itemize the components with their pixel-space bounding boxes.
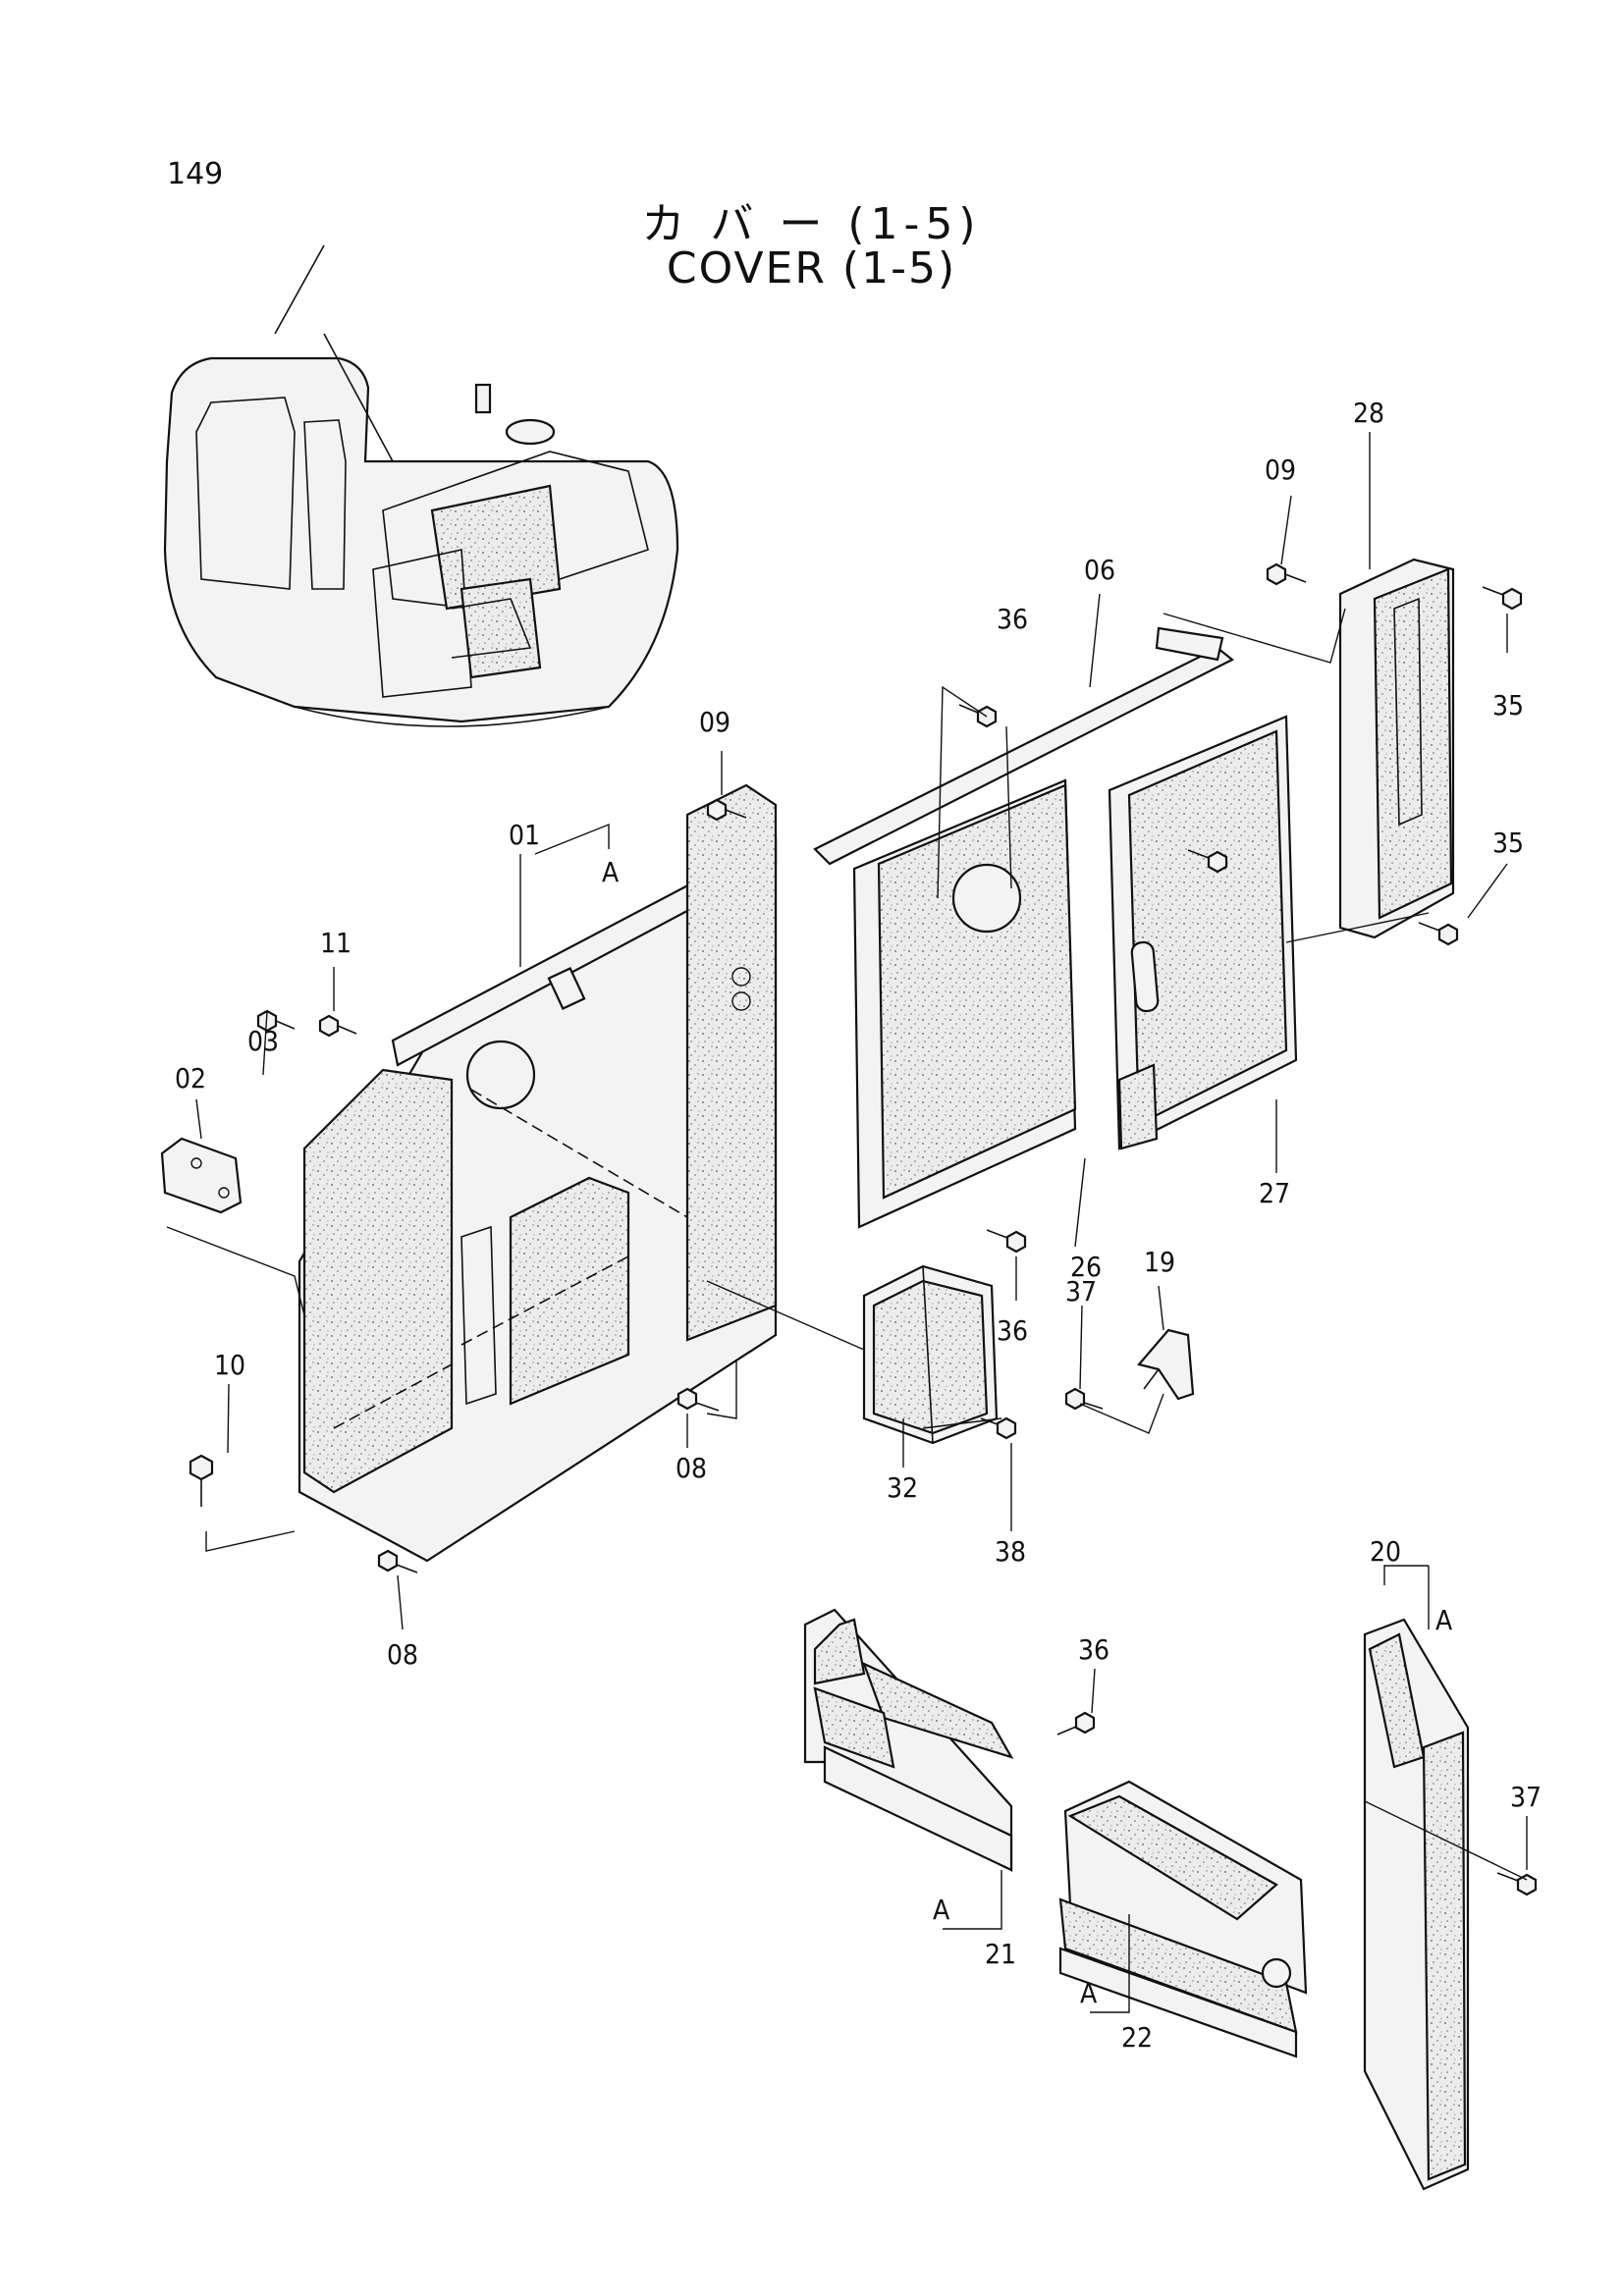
callout-08a: 08 bbox=[676, 1452, 707, 1484]
callout-28: 28 bbox=[1353, 397, 1384, 429]
callout-38: 38 bbox=[995, 1535, 1026, 1568]
part-28-cover bbox=[1338, 558, 1455, 939]
callout-36a: 36 bbox=[997, 603, 1028, 635]
title-english: COVER (1-5) bbox=[666, 243, 957, 294]
callout-10: 10 bbox=[214, 1349, 245, 1381]
part-06-bar bbox=[813, 626, 1235, 866]
part-01-side-frame bbox=[298, 783, 778, 1563]
callout-labels: 01 02 03 06 08 08 09 09 10 11 19 20 21 2… bbox=[175, 397, 1542, 2054]
callout-01: 01 bbox=[509, 819, 540, 851]
callout-36b: 36 bbox=[997, 1314, 1028, 1347]
part-20-frame bbox=[1363, 1618, 1470, 2191]
callout-20: 20 bbox=[1370, 1535, 1401, 1568]
callout-35a: 35 bbox=[1492, 689, 1524, 721]
part-26-panel bbox=[852, 778, 1077, 1229]
callout-03: 03 bbox=[247, 1025, 279, 1057]
reference-mark-a: A bbox=[1435, 1604, 1453, 1636]
part-27-panel bbox=[1108, 715, 1298, 1150]
part-22-cover bbox=[1058, 1780, 1308, 2058]
callout-19: 19 bbox=[1144, 1246, 1175, 1278]
part-19-clip bbox=[1137, 1328, 1195, 1401]
callout-22: 22 bbox=[1121, 2021, 1153, 2054]
part-21-cover bbox=[803, 1608, 1014, 1872]
reference-mark-a: A bbox=[933, 1894, 950, 1926]
title-japanese: カ バ ー (1-5) bbox=[641, 199, 982, 249]
callout-06: 06 bbox=[1084, 554, 1115, 586]
callout-32: 32 bbox=[887, 1471, 918, 1504]
callout-08b: 08 bbox=[387, 1638, 418, 1671]
bolt-set bbox=[189, 562, 1538, 1896]
callout-09a: 09 bbox=[699, 706, 730, 738]
callout-27: 27 bbox=[1259, 1177, 1290, 1209]
part-02-bracket bbox=[160, 1137, 243, 1214]
reference-mark-a: A bbox=[1080, 1977, 1098, 2009]
page-number: 149 bbox=[167, 157, 224, 191]
part-32-box bbox=[862, 1264, 999, 1445]
callout-21: 21 bbox=[985, 1938, 1016, 1970]
callout-26: 26 bbox=[1070, 1251, 1102, 1283]
callout-36c: 36 bbox=[1078, 1633, 1109, 1666]
callout-37a: 37 bbox=[1065, 1275, 1097, 1308]
reference-mark-a: A bbox=[602, 856, 620, 888]
callout-09b: 09 bbox=[1265, 454, 1296, 486]
callout-11: 11 bbox=[320, 927, 352, 959]
excavator-overview bbox=[163, 244, 679, 727]
callout-02: 02 bbox=[175, 1062, 206, 1095]
callout-37b: 37 bbox=[1510, 1781, 1542, 1813]
alignment-lines bbox=[166, 608, 1528, 1881]
callout-35b: 35 bbox=[1492, 827, 1524, 859]
